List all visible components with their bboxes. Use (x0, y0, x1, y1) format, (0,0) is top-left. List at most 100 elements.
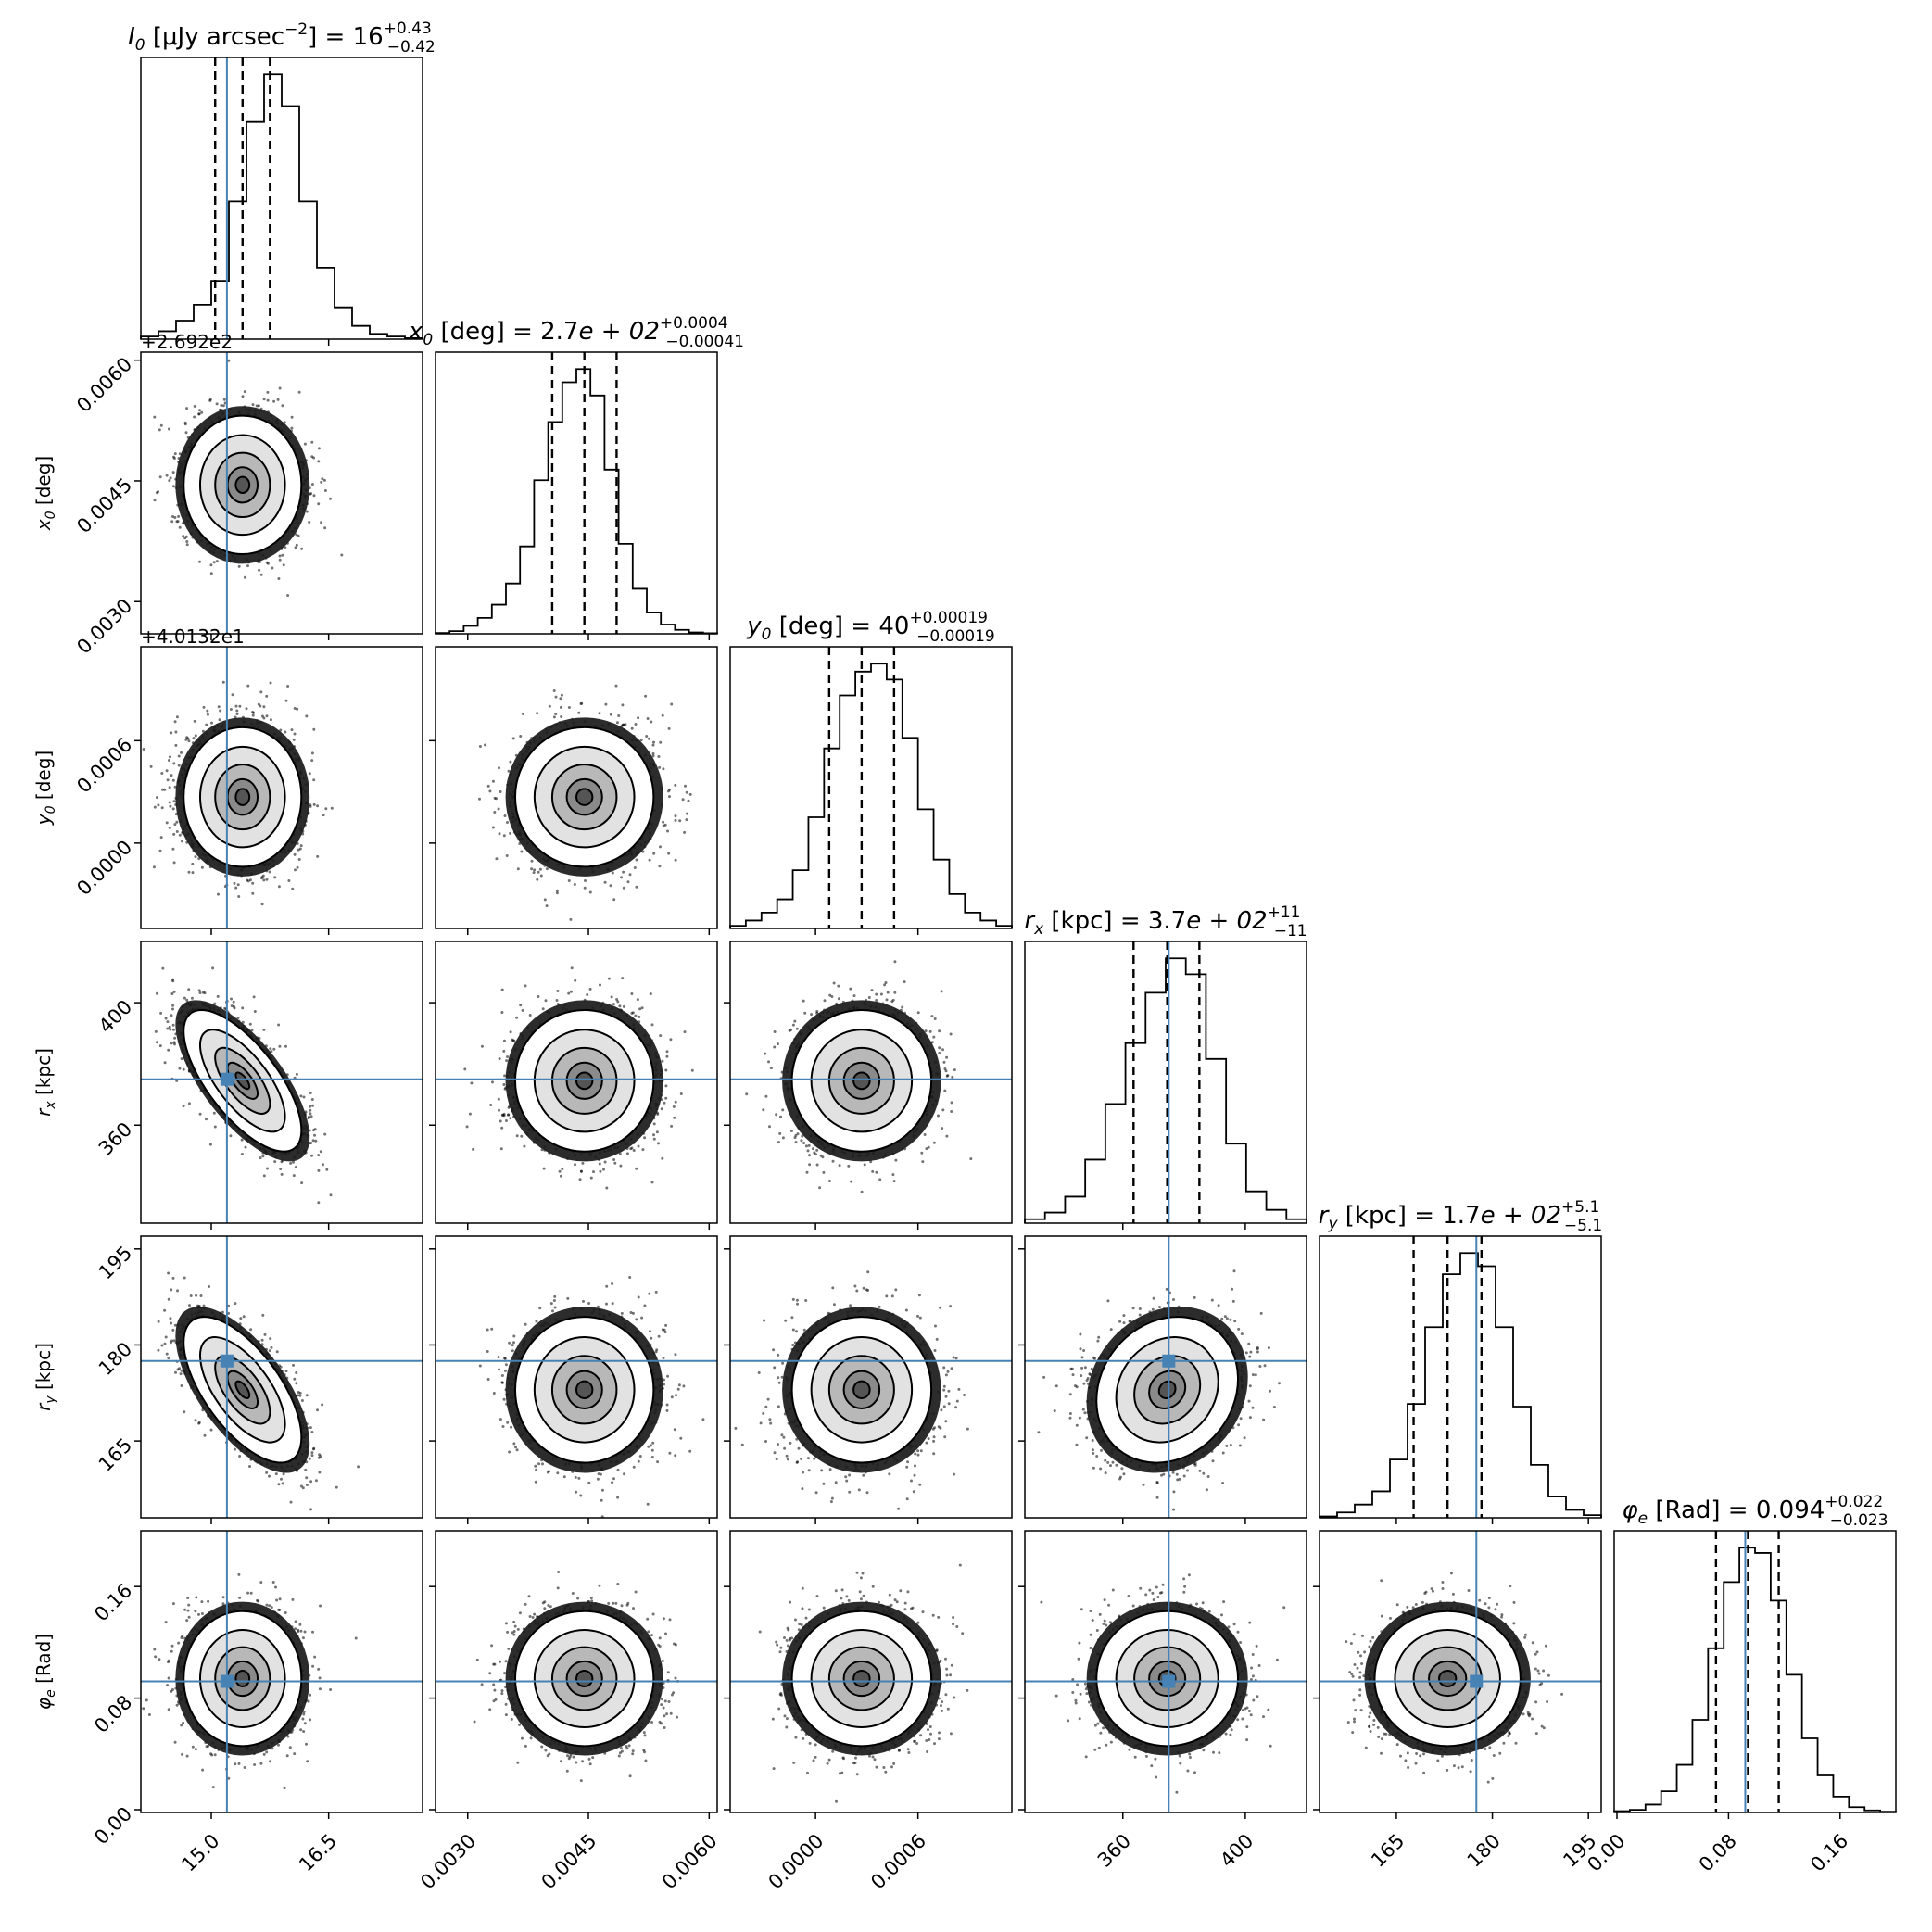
panel-2d-phi-x0 (435, 1530, 718, 1813)
title-text: [deg] = 2.7 (433, 318, 578, 346)
title-error-lower: −0.00019 (916, 627, 995, 646)
panel-2d-phi-I0 (140, 1530, 423, 1813)
contour-1 (533, 1336, 636, 1444)
contour-2 (214, 1646, 271, 1711)
y-tick-label-phi: 0.08 (90, 1691, 136, 1737)
contour-4 (852, 1071, 871, 1091)
contour-0 (513, 726, 655, 868)
title-error-lower: −11 (1274, 922, 1307, 941)
frame (1024, 1235, 1307, 1519)
x-tick-label-y0: 0.0000 (764, 1829, 828, 1893)
frame-ry (1319, 1235, 1602, 1519)
panel-content (1320, 1531, 1601, 1812)
histogram-rx (1024, 957, 1307, 1223)
y-axis-label-y0: y0 [deg] (32, 751, 58, 826)
title-text: [μJy arcsec (145, 23, 284, 51)
frame-x0 (435, 351, 718, 635)
panel-2d-y0-I0 (140, 646, 423, 929)
label-subscript: x (44, 1101, 58, 1110)
frame (729, 1530, 1013, 1813)
contour-0 (790, 1316, 933, 1464)
x-tick-label-phi: 0.08 (1695, 1829, 1741, 1875)
x-tick-label-rx: 400 (1216, 1829, 1257, 1871)
contour-0 (513, 1008, 655, 1153)
frame (140, 1235, 423, 1519)
contour-2 (1133, 1646, 1202, 1711)
contour-2 (550, 764, 618, 831)
contour-1 (198, 434, 286, 537)
panel-content (153, 352, 344, 634)
density-fill-4 (235, 1671, 250, 1686)
contour-4 (575, 1071, 594, 1091)
y-axis-offset-y0: +4.0132e1 (141, 625, 245, 648)
panel-content (478, 684, 692, 921)
truth-marker (1162, 1674, 1176, 1688)
contour-4 (1438, 1670, 1458, 1687)
title-text: e + 02 (578, 318, 659, 346)
histogram-x0 (435, 368, 718, 635)
y-tick-label-x0: 0.0045 (72, 474, 136, 537)
frame (1024, 1530, 1307, 1813)
title-error-lower: −0.42 (387, 38, 436, 57)
contour-4 (575, 1670, 594, 1687)
y-tick-label-ry: 180 (95, 1338, 136, 1380)
contour-4 (234, 1380, 251, 1399)
label-subscript: 0 (44, 805, 58, 814)
y-tick-label-phi: 0.16 (90, 1579, 136, 1625)
density-fill-4 (235, 789, 250, 805)
contour-3 (842, 1061, 881, 1100)
frame-rx (1024, 941, 1307, 1224)
panel-2d-ry-y0 (729, 1235, 1013, 1519)
truth-marker (220, 1354, 234, 1368)
contour-1 (533, 1629, 636, 1729)
title-error-lower: −5.1 (1564, 1217, 1602, 1235)
label-symbol: r (32, 1402, 55, 1411)
panel-2d-y0-x0 (435, 646, 718, 929)
title-text: [kpc] = 3.7 (1043, 907, 1186, 935)
contour-3 (565, 777, 603, 816)
frame (140, 351, 423, 635)
panel-hist-x0: x0 [deg] = 2.7e + 02+0.0004−0.00041 (408, 314, 744, 635)
y-axis-label-rx: rx [kpc] (32, 1048, 58, 1117)
contour-0 (183, 726, 303, 868)
x-tick-label-I0: 15.0 (177, 1829, 223, 1875)
contour-3 (565, 1660, 603, 1698)
panel-content (730, 1563, 1012, 1803)
panel-title-I0: I0 [μJy arcsec−2] = 16+0.43−0.42 (128, 19, 436, 57)
contour-4 (234, 475, 251, 494)
panel-title-y0: y0 [deg] = 40+0.00019−0.00019 (746, 609, 994, 646)
contour-4 (234, 1071, 251, 1091)
contour-3 (226, 1370, 259, 1409)
panel-2d-x0-I0 (140, 351, 423, 635)
contour-2 (827, 1355, 895, 1425)
frame (435, 941, 718, 1224)
panel-2d-rx-I0 (140, 941, 423, 1224)
panel-title-x0: x0 [deg] = 2.7e + 02+0.0004−0.00041 (408, 314, 744, 351)
x-tick-label-ry: 165 (1367, 1829, 1408, 1871)
contour-1 (198, 1629, 286, 1729)
panel-hist-ry: ry [kpc] = 1.7e + 02+5.1−5.1 (1319, 1198, 1602, 1519)
y-tick-label-x0: 0.0060 (72, 353, 136, 417)
title-superscript: −2 (284, 20, 308, 39)
title-symbol: r (1319, 1202, 1331, 1230)
contour-3 (842, 1370, 881, 1409)
x-tick-label-x0: 0.0030 (416, 1829, 480, 1893)
x-tick-label-x0: 0.0045 (537, 1829, 601, 1893)
contour-1 (198, 1336, 286, 1444)
x-tick-label-x0: 0.0060 (658, 1829, 722, 1893)
title-error-upper: +0.43 (384, 19, 432, 38)
title-text: e + 02 (1481, 1202, 1561, 1230)
y-tick-label-y0: 0.0000 (72, 836, 136, 900)
contour-3 (1148, 1370, 1187, 1409)
title-subscript: x (1033, 920, 1044, 939)
density-fill-4 (235, 1381, 250, 1398)
histogram-I0 (140, 73, 423, 339)
contour-4 (852, 1670, 871, 1687)
density-fill-4 (235, 1072, 250, 1090)
title-symbol: x (408, 318, 423, 346)
x-tick-label-rx: 360 (1093, 1829, 1135, 1871)
label-text: [deg] (32, 751, 55, 806)
panel-content (1025, 1531, 1307, 1812)
x-tick-label-ry: 180 (1463, 1829, 1505, 1871)
